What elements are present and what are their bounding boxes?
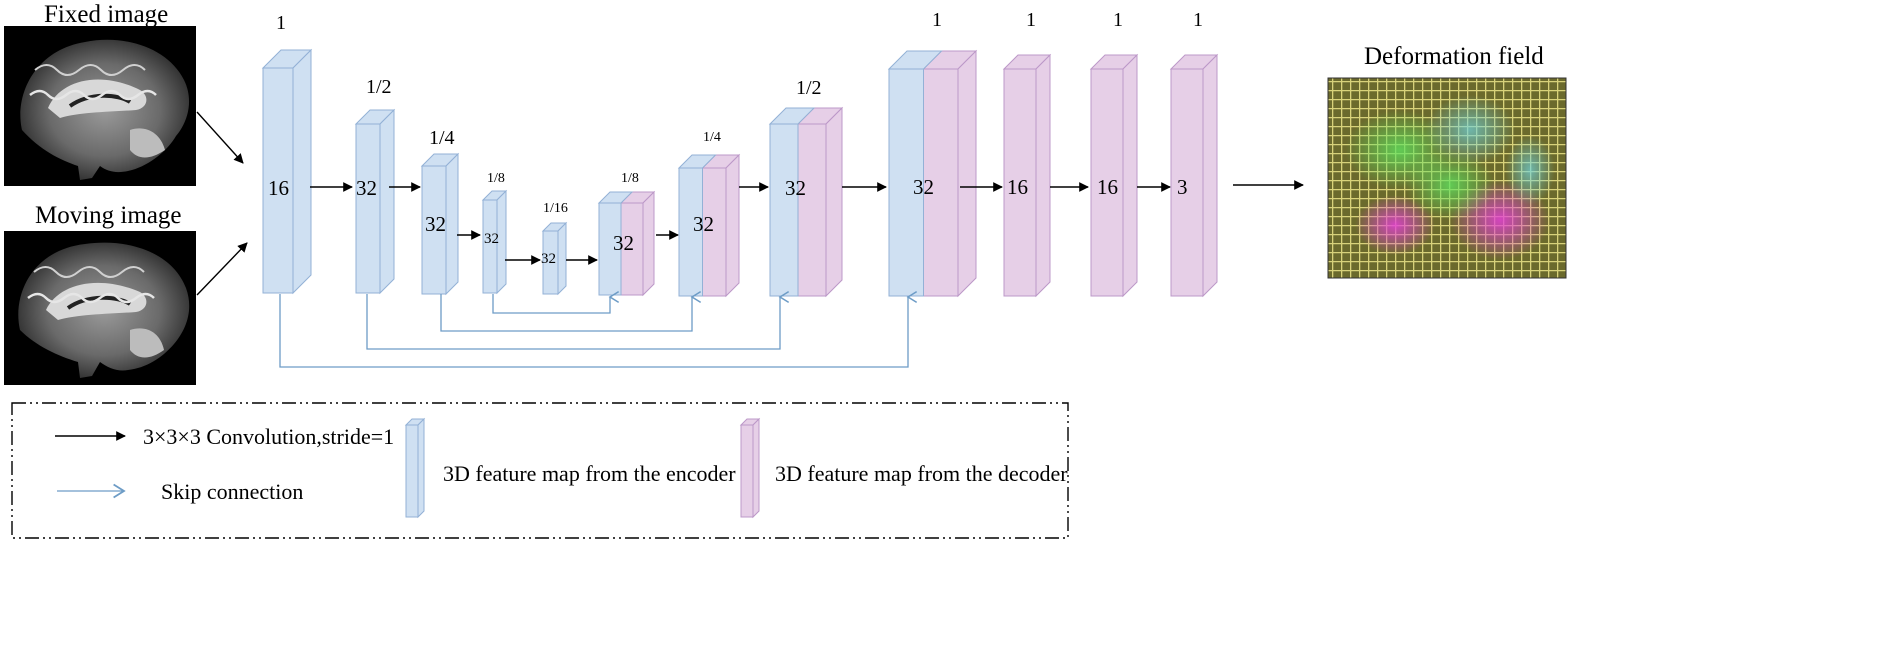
block-scale-label: 1/4 (703, 130, 721, 145)
block-scale-label: 1 (276, 12, 286, 34)
conv-arrows (310, 180, 1304, 265)
block-channel-label: 32 (693, 212, 714, 236)
encoder-feature-block (481, 189, 508, 295)
legend-decoder-label: 3D feature map from the decoder (775, 461, 1068, 486)
block-channel-label: 32 (613, 231, 634, 255)
encoder-feature-block (887, 50, 943, 297)
decoder-feature-block (1169, 53, 1219, 298)
encoder-feature-block (354, 108, 396, 295)
deformation-field-image (1327, 77, 1567, 279)
block-scale-label: 1 (932, 9, 942, 31)
legend-skip-label: Skip connection (161, 479, 304, 504)
block-scale-label: 1/4 (429, 127, 455, 149)
decoder-feature-block (1002, 53, 1052, 298)
moving-image (4, 231, 196, 385)
block-scale-label: 1 (1113, 9, 1123, 31)
block-channel-label: 32 (541, 251, 556, 267)
block-scale-label: 1/16 (543, 201, 568, 216)
legend-box (11, 402, 1069, 539)
moving-image-label: Moving image (35, 202, 182, 229)
block-scale-label: 1 (1026, 9, 1036, 31)
fixed-image-label: Fixed image (44, 1, 169, 28)
block-channel-label: 16 (1097, 175, 1118, 199)
legend-decoder-swatch (739, 417, 761, 519)
block-channel-label: 16 (268, 176, 289, 200)
skip-connection (279, 290, 918, 368)
feature-blocks (261, 48, 1219, 298)
skip-connection (440, 290, 702, 332)
moving-input-arrow (196, 242, 248, 296)
encoder-feature-block (420, 152, 460, 296)
legend-conv-label: 3×3×3 Convolution,stride=1 (143, 424, 395, 449)
legend-encoder-label: 3D feature map from the encoder (443, 461, 736, 486)
encoder-feature-block (677, 154, 717, 297)
block-channel-label: 32 (425, 212, 446, 236)
block-channel-label: 32 (785, 176, 806, 200)
fixed-input-arrow (196, 111, 244, 164)
encoder-feature-block (261, 48, 313, 295)
block-scale-label: 1/8 (621, 171, 639, 186)
block-scale-label: 1/2 (366, 76, 392, 98)
decoder-feature-block (796, 106, 844, 298)
decoder-feature-block (922, 49, 978, 298)
skip-connection (492, 290, 620, 314)
block-channel-label: 16 (1007, 175, 1028, 199)
legend-swatches (404, 417, 761, 519)
encoder-feature-block (597, 191, 634, 296)
block-channel-label: 3 (1177, 175, 1188, 199)
decoder-feature-block (701, 153, 741, 298)
decoder-feature-block (1089, 53, 1139, 298)
encoder-feature-block (768, 107, 816, 297)
skip-connection (366, 290, 790, 350)
skip-connections (279, 290, 918, 368)
legend-encoder-swatch (404, 417, 426, 519)
deformation-field-label: Deformation field (1364, 43, 1544, 70)
block-scale-label: 1/2 (796, 77, 822, 99)
block-scale-label: 1/8 (487, 171, 505, 186)
block-channel-label: 32 (484, 231, 499, 247)
decoder-feature-block (619, 190, 656, 297)
encoder-feature-block (541, 221, 568, 296)
block-channel-label: 32 (913, 175, 934, 199)
block-channel-label: 32 (356, 176, 377, 200)
block-scale-label: 1 (1193, 9, 1203, 31)
fixed-image (4, 26, 196, 186)
